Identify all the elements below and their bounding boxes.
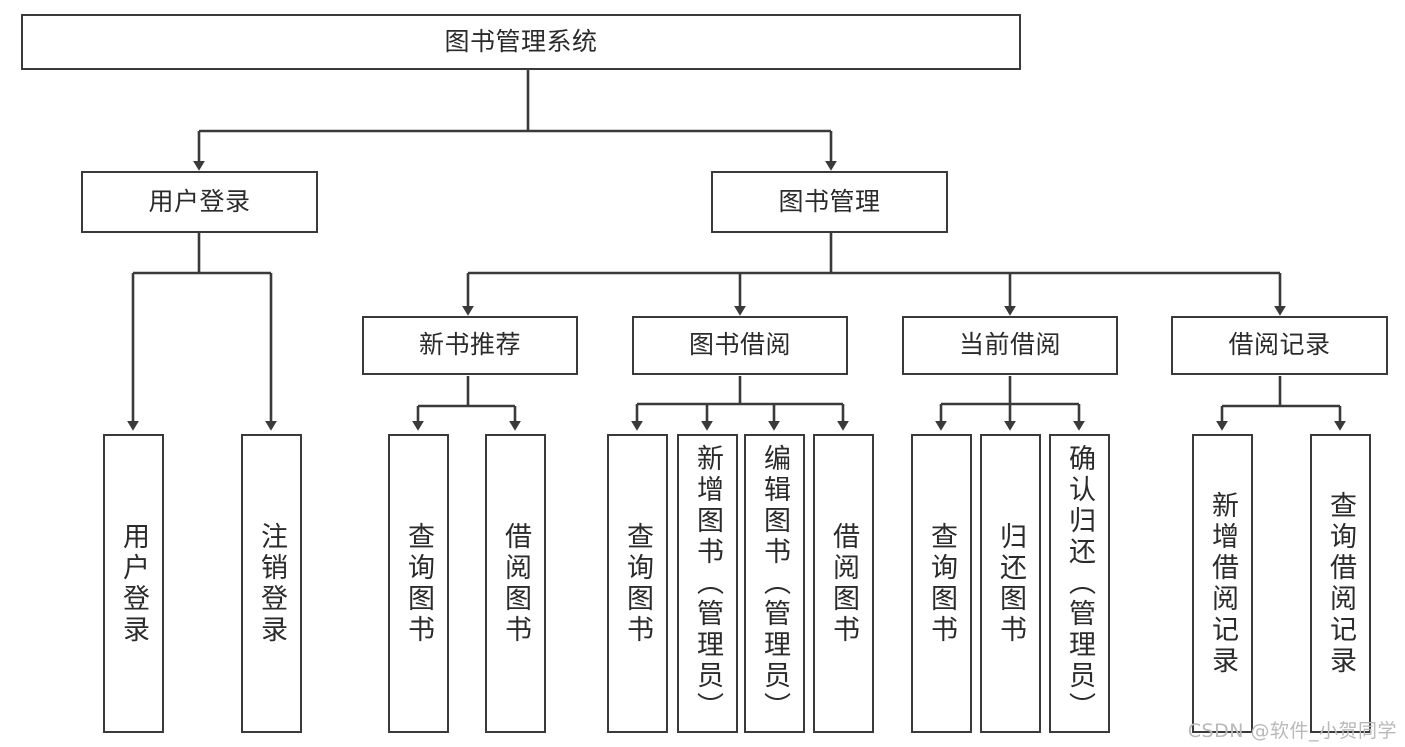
- node-label: 归还图书: [995, 521, 1026, 646]
- node-leaf-return-book[interactable]: 归还图书: [980, 434, 1041, 733]
- node-label: 当前借阅: [958, 330, 1061, 360]
- node-leaf-query-borrow-record[interactable]: 查询借阅记录: [1310, 434, 1371, 733]
- node-borrow-record[interactable]: 借阅记录: [1171, 316, 1388, 375]
- node-label: 查询借阅记录: [1325, 490, 1356, 677]
- node-leaf-borrow-book-2[interactable]: 借阅图书: [813, 434, 874, 733]
- node-label: 用户登录: [148, 186, 251, 216]
- node-user-login[interactable]: 用户登录: [81, 171, 318, 233]
- node-label: 借阅图书: [828, 521, 859, 646]
- node-label: 新书推荐: [418, 330, 521, 360]
- node-book-manage[interactable]: 图书管理: [711, 171, 948, 233]
- node-leaf-query-book-1[interactable]: 查询图书: [388, 434, 449, 733]
- node-leaf-edit-book[interactable]: 编辑图书（管理员）: [744, 434, 805, 733]
- node-label: 注销登录: [256, 521, 287, 646]
- node-leaf-query-book-2[interactable]: 查询图书: [607, 434, 668, 733]
- node-label: 编辑图书（管理员）: [759, 444, 790, 723]
- node-label: 新增图书（管理员）: [692, 444, 723, 723]
- node-leaf-add-book[interactable]: 新增图书（管理员）: [677, 434, 738, 733]
- node-leaf-add-borrow-record[interactable]: 新增借阅记录: [1192, 434, 1253, 733]
- node-leaf-borrow-book-1[interactable]: 借阅图书: [485, 434, 546, 733]
- node-leaf-user-login[interactable]: 用户登录: [103, 434, 164, 733]
- node-label: 图书管理系统: [444, 26, 598, 56]
- node-label: 借阅记录: [1228, 330, 1331, 360]
- node-leaf-confirm-return[interactable]: 确认归还（管理员）: [1049, 434, 1110, 733]
- node-label: 用户登录: [118, 521, 149, 646]
- node-label: 借阅图书: [500, 521, 531, 646]
- node-new-book-recommendation[interactable]: 新书推荐: [362, 316, 578, 375]
- node-label: 确认归还（管理员）: [1064, 444, 1095, 723]
- node-label: 查询图书: [403, 521, 434, 646]
- node-root-book-management-system[interactable]: 图书管理系统: [21, 14, 1021, 70]
- node-label: 图书管理: [778, 186, 881, 216]
- node-label: 图书借阅: [688, 330, 791, 360]
- node-current-borrow[interactable]: 当前借阅: [902, 316, 1118, 375]
- node-label: 查询图书: [926, 521, 957, 646]
- node-leaf-logout[interactable]: 注销登录: [241, 434, 302, 733]
- csdn-watermark: CSDN @软件_小贺同学: [1187, 720, 1397, 742]
- node-label: 新增借阅记录: [1207, 490, 1238, 677]
- node-book-borrow[interactable]: 图书借阅: [632, 316, 848, 375]
- node-leaf-query-book-3[interactable]: 查询图书: [911, 434, 972, 733]
- node-label: 查询图书: [622, 521, 653, 646]
